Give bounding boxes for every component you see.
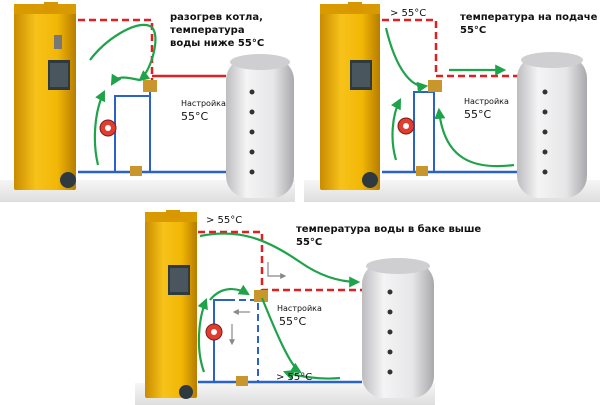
bypass-pipe (414, 92, 434, 172)
flow-arrow (386, 28, 426, 86)
caption-line: температура на подаче (460, 12, 598, 23)
storage-tank (226, 54, 294, 198)
caption-line: 55°C (460, 25, 486, 36)
fill-valve-icon (416, 166, 428, 176)
tank-setting-value: 55°C (181, 110, 208, 123)
caption-line: температура (170, 25, 245, 36)
boiler-ash-door-icon (60, 172, 76, 188)
flow-arrow (200, 234, 358, 282)
boiler (320, 2, 380, 190)
gray-arrow (268, 262, 285, 276)
panel-2: Настройка 55°C > 55°C температура на под… (304, 2, 600, 202)
caption-line: разогрев котла, (170, 12, 263, 23)
mixing-valve-icon (143, 80, 157, 92)
tank-setting-label: Настройка (464, 97, 509, 106)
mixing-valve-icon (428, 80, 442, 92)
flow-arrow (199, 300, 206, 372)
boiler-ash-door-icon (179, 385, 193, 399)
caption-line: 55°C (296, 237, 322, 248)
temp-mark: > 55°C (206, 215, 242, 226)
storage-tank (517, 52, 587, 198)
flow-arrow (112, 78, 140, 85)
temp-mark: > 55°C (276, 372, 312, 383)
panel-3: Настройка 55°C > 55°C > 55°C температура… (135, 210, 481, 405)
caption-line: воды ниже 55°C (170, 38, 264, 49)
tank-setting-value: 55°C (464, 108, 491, 121)
supply-pipe-dashed (382, 20, 519, 76)
boiler (14, 2, 76, 190)
panel-1: Настройка 55°C разогрев котла, температу… (0, 2, 295, 202)
tank-setting-value: 55°C (279, 315, 306, 328)
fill-valve-icon (130, 166, 142, 176)
temp-mark: > 55°C (390, 8, 426, 19)
flow-arrow (90, 25, 155, 80)
boiler-ash-door-icon (362, 172, 378, 188)
supply-pipe-dashed (198, 232, 362, 290)
flow-arrow (210, 289, 248, 300)
tank-setting-label: Настройка (277, 304, 322, 313)
tank-setting-label: Настройка (181, 99, 226, 108)
boiler (145, 210, 197, 399)
fill-valve-icon (236, 376, 248, 386)
bypass-pipe (115, 96, 150, 172)
caption-line: температура воды в баке выше (296, 223, 481, 235)
storage-tank (362, 258, 434, 398)
mixing-valve-icon (254, 290, 268, 302)
